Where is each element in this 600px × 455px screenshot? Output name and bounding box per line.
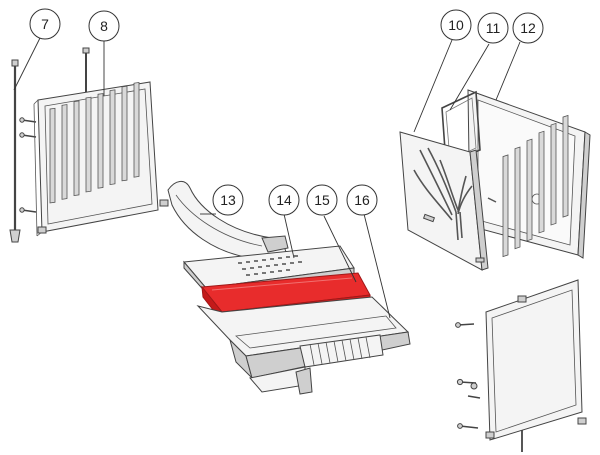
- callout-8-label: 8: [100, 18, 108, 34]
- callout-15: 15: [306, 184, 338, 216]
- part-8-left-side-panel: [33, 47, 169, 237]
- leader-lines: [13, 37, 521, 319]
- callout-7-label: 7: [41, 16, 49, 32]
- callout-8: 8: [88, 10, 120, 42]
- callout-11-label: 11: [486, 20, 501, 36]
- callout-12: 12: [512, 12, 544, 44]
- part-13-deflector: [167, 181, 289, 259]
- callout-7: 7: [29, 8, 61, 40]
- callout-10: 10: [440, 9, 472, 41]
- callout-13-label: 13: [220, 192, 236, 208]
- callout-13: 13: [212, 184, 244, 216]
- callout-14-label: 14: [276, 192, 292, 208]
- callout-14: 14: [268, 184, 300, 216]
- callout-10-label: 10: [448, 17, 464, 33]
- part-7-rod: [9, 59, 37, 243]
- callout-16: 16: [346, 184, 378, 216]
- right-side-panel: [455, 114, 587, 452]
- callout-12-label: 12: [520, 20, 536, 36]
- part-16-base-tray: [196, 296, 411, 395]
- callout-16-label: 16: [354, 192, 370, 208]
- part-10-front-plate: [399, 131, 489, 271]
- callout-11: 11: [477, 12, 509, 44]
- callout-15-label: 15: [314, 192, 330, 208]
